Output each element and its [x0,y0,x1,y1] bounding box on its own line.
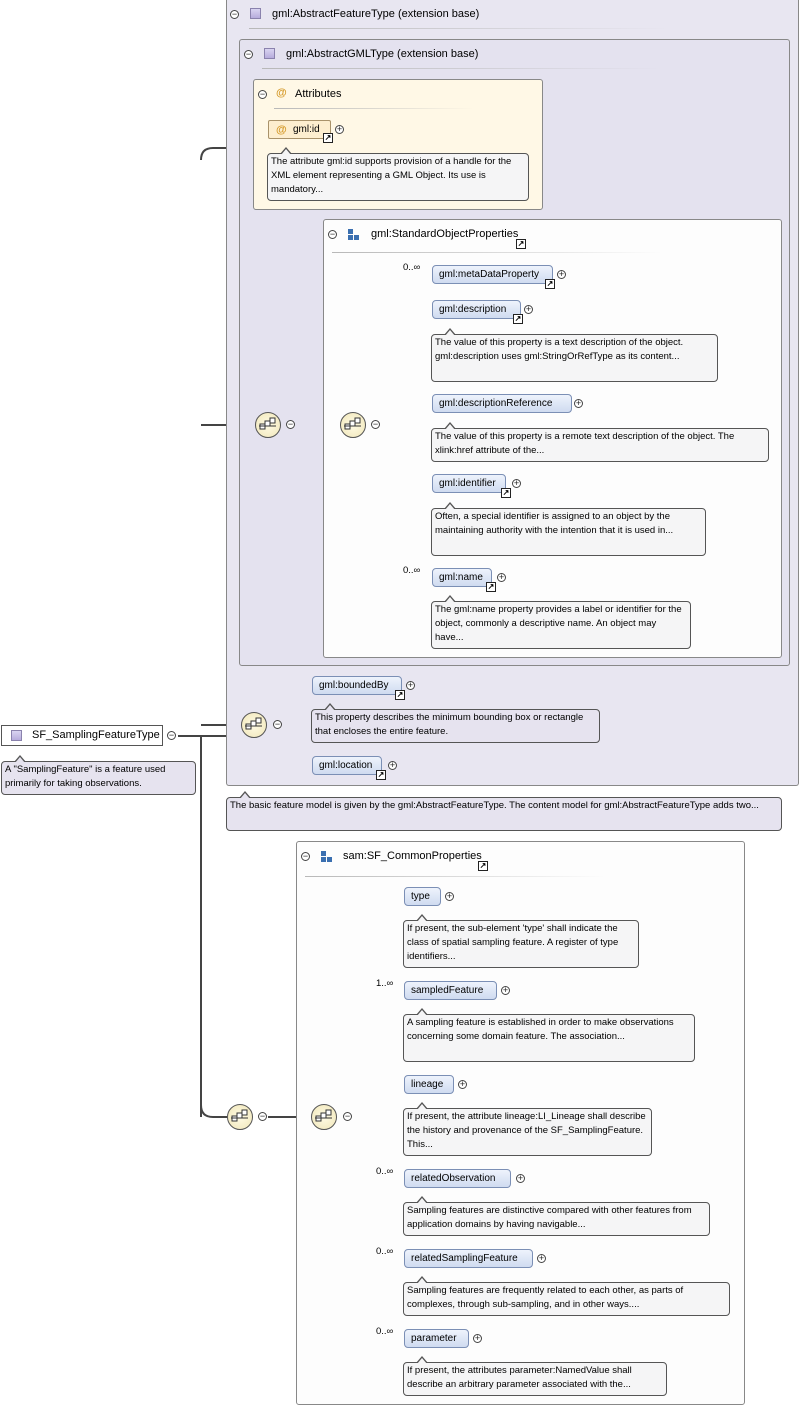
element-relatedobservation[interactable]: relatedObservation [404,1169,511,1188]
element-gml-location[interactable]: gml:location [312,756,382,775]
expand-icon[interactable]: + [406,680,415,690]
cardinality-label: 0..∞ [403,262,421,273]
link-icon[interactable]: ↗ [516,239,526,249]
link-icon[interactable]: ↗ [486,582,496,592]
element-gml-identifier[interactable]: gml:identifier [432,474,506,493]
model-group-icon [348,229,360,241]
root-type-label: SF_SamplingFeatureType [32,729,160,741]
annotation-gml-boundedby: This property describes the minimum boun… [311,703,600,743]
cardinality-label: 0..∞ [376,1166,394,1177]
element-gml-metadataproperty[interactable]: gml:metaDataProperty [432,265,553,284]
element-gml-descriptionreference[interactable]: gml:descriptionReference [432,394,572,413]
collapse-icon[interactable]: − [258,1111,267,1121]
collapse-icon[interactable]: − [244,49,253,59]
collapse-icon[interactable]: − [167,730,176,740]
element-lineage[interactable]: lineage [404,1075,454,1094]
link-icon[interactable]: ↗ [545,279,555,289]
annotation-lineage: If present, the attribute lineage:LI_Lin… [403,1102,652,1156]
separator [305,876,605,877]
cardinality-label: 0..∞ [403,565,421,576]
cardinality-label: 0..∞ [376,1246,394,1257]
annotation-parameter: If present, the attributes parameter:Nam… [403,1356,667,1396]
element-type[interactable]: type [404,887,441,906]
collapse-icon[interactable]: − [273,719,282,729]
model-group-icon [321,851,333,863]
expand-icon[interactable]: + [574,398,583,408]
separator [274,108,474,109]
annotation-gml-descriptionreference: The value of this property is a remote t… [431,422,769,462]
expand-icon[interactable]: + [473,1333,482,1343]
expand-icon[interactable]: + [512,478,521,488]
expand-icon[interactable]: + [445,891,454,901]
annotation-type: If present, the sub-element 'type' shall… [403,914,639,968]
annotation-gml-name: The gml:name property provides a label o… [431,595,691,649]
cardinality-label: 0..∞ [376,1326,394,1337]
collapse-icon[interactable]: − [230,9,239,19]
annotation-gml-id: The attribute gml:id supports provision … [267,147,529,201]
expand-icon[interactable]: + [537,1253,546,1263]
attribute-icon: @ [276,87,287,99]
element-gml-name[interactable]: gml:name [432,568,492,587]
annotation-abstract-feature-type: The basic feature model is given by the … [226,791,782,831]
collapse-icon[interactable]: − [343,1111,352,1121]
expand-icon[interactable]: + [388,760,397,770]
cardinality-label: 1..∞ [376,978,394,989]
element-gml-description[interactable]: gml:description [432,300,521,319]
expand-icon[interactable]: + [516,1173,525,1183]
complex-type-icon [11,730,22,741]
collapse-icon[interactable]: − [258,89,267,99]
sequence-compositor-icon[interactable] [311,1104,337,1130]
annotation-relatedsamplingfeature: Sampling features are frequently related… [403,1276,730,1316]
group-title: sam:SF_CommonProperties [343,850,482,862]
separator [262,68,662,69]
separator [332,252,662,253]
attributes-title: Attributes [295,88,342,100]
separator [249,28,669,29]
expand-icon[interactable]: + [501,985,510,995]
complex-type-icon [264,48,275,59]
collapse-icon[interactable]: − [371,419,380,429]
attribute-icon: @ [276,124,287,136]
sequence-compositor-icon[interactable] [255,412,281,438]
sequence-compositor-icon[interactable] [340,412,366,438]
link-icon[interactable]: ↗ [395,690,405,700]
extension-title: gml:AbstractGMLType (extension base) [286,48,479,60]
sequence-compositor-icon[interactable] [227,1104,253,1130]
link-icon[interactable]: ↗ [323,133,333,143]
expand-icon[interactable]: + [497,572,506,582]
complex-type-icon [250,8,261,19]
sequence-compositor-icon[interactable] [241,712,267,738]
annotation-root: A "SamplingFeature" is a feature used pr… [1,755,196,795]
expand-icon[interactable]: + [335,124,344,134]
link-icon[interactable]: ↗ [376,770,386,780]
annotation-gml-description: The value of this property is a text des… [431,328,718,382]
collapse-icon[interactable]: − [301,851,310,861]
element-sampledfeature[interactable]: sampledFeature [404,981,497,1000]
group-title: gml:StandardObjectProperties [371,228,519,240]
extension-title: gml:AbstractFeatureType (extension base) [272,8,480,20]
root-type-sf-samplingfeaturetype[interactable]: SF_SamplingFeatureType [1,725,163,746]
attribute-gml-id[interactable]: @ gml:id [268,120,331,139]
link-icon[interactable]: ↗ [501,488,511,498]
annotation-gml-identifier: Often, a special identifier is assigned … [431,502,706,556]
annotation-sampledfeature: A sampling feature is established in ord… [403,1008,695,1062]
attribute-label: gml:id [293,124,320,135]
link-icon[interactable]: ↗ [478,861,488,871]
element-relatedsamplingfeature[interactable]: relatedSamplingFeature [404,1249,533,1268]
element-gml-boundedby[interactable]: gml:boundedBy [312,676,402,695]
expand-icon[interactable]: + [458,1079,467,1089]
element-parameter[interactable]: parameter [404,1329,469,1348]
annotation-relatedobservation: Sampling features are distinctive compar… [403,1196,710,1236]
expand-icon[interactable]: + [524,304,533,314]
collapse-icon[interactable]: − [328,229,337,239]
collapse-icon[interactable]: − [286,419,295,429]
expand-icon[interactable]: + [557,269,566,279]
link-icon[interactable]: ↗ [513,314,523,324]
